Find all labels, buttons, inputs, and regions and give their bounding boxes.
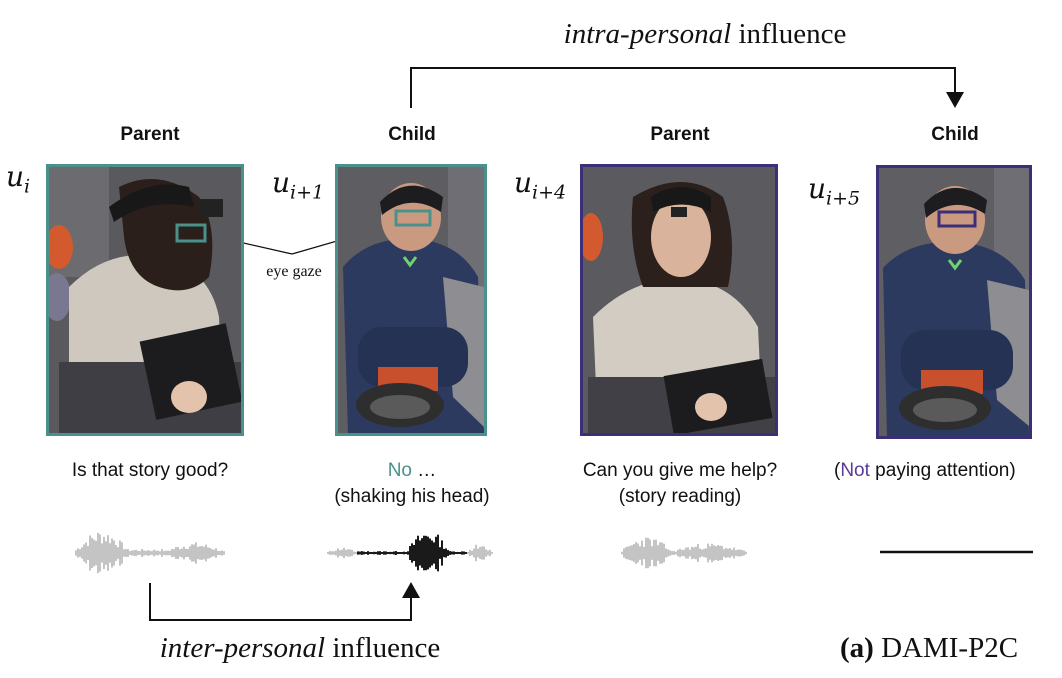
caption-parent-1-line: Is that story good? — [71, 460, 229, 481]
intra-personal-arrowhead — [946, 92, 964, 108]
caption-child-1-line2: (shaking his head) — [334, 486, 490, 507]
photo-parent-1 — [46, 164, 244, 436]
utterance-label-4: ui+5 — [808, 172, 861, 210]
caption-child-1-accent: No — [387, 460, 412, 481]
photo-child-2 — [876, 165, 1032, 439]
caption-parent-2: Can you give me help? (story reading) — [560, 458, 800, 510]
intra-personal-arrow — [410, 67, 956, 108]
inter-personal-label: inter-personal influence — [159, 632, 441, 664]
utterance-label-1: ui — [6, 160, 31, 198]
inter-personal-arrowhead — [402, 582, 420, 598]
caption-child-2: (Not paying attention) — [834, 460, 1016, 481]
audio-waveform-parent-2 — [621, 537, 747, 569]
caption-parent-2-line2: (story reading) — [618, 486, 742, 507]
role-parent-2: Parent — [650, 124, 710, 145]
role-child-1: Child — [388, 124, 436, 145]
figure-label: (a) DAMI-P2C — [840, 632, 1019, 664]
caption-child-2-accent: Not — [840, 460, 870, 481]
utterance-label-2: ui+1 — [272, 166, 325, 204]
role-parent-1: Parent — [120, 124, 180, 145]
eye-gaze-label: eye gaze — [266, 263, 322, 280]
photo-child-1 — [335, 164, 487, 436]
audio-waveform-parent-1 — [75, 532, 225, 574]
caption-parent-2-line1: Can you give me help? — [582, 460, 778, 481]
role-child-2: Child — [931, 124, 979, 145]
audio-waveform-child-1 — [327, 534, 493, 572]
utterance-label-3: ui+4 — [514, 166, 567, 204]
caption-child-1: No … (shaking his head) — [312, 458, 512, 510]
photo-parent-2 — [580, 164, 778, 436]
caption-parent-1: Is that story good? — [40, 458, 260, 484]
inter-personal-arrow — [149, 583, 412, 621]
caption-child-1-line1: No … — [387, 460, 437, 481]
intra-personal-label: intra-personal influence — [563, 18, 847, 50]
